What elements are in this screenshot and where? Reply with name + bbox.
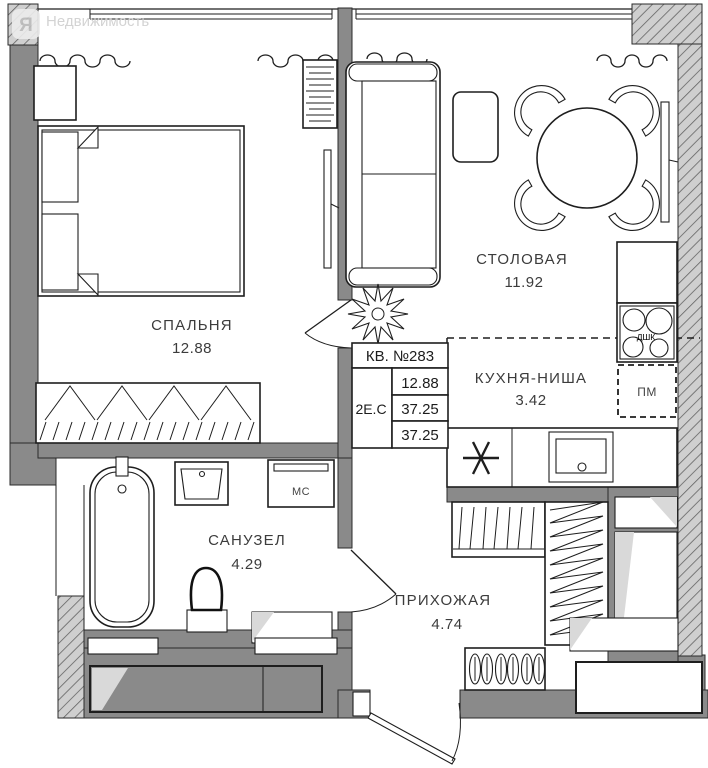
pier-bottom-left (57, 595, 85, 719)
area-living: 12.88 (401, 375, 439, 392)
burner (649, 338, 669, 358)
kitchen-sink (548, 431, 614, 483)
bedroom-area: 12.88 (172, 340, 212, 357)
hallway-closet-hangers (451, 501, 546, 558)
side-table (452, 91, 499, 163)
bedroom-shelf-unit (302, 59, 338, 129)
faucet (115, 456, 129, 477)
oven-label: ДШК (637, 332, 656, 342)
dining-tv (660, 101, 679, 223)
title-block: КВ. №283 2Е.С 12.88 37.25 37.25 (351, 342, 449, 449)
neighbor-furniture (87, 496, 703, 714)
room-kitchen: ДШК ПМ КУХНЯ-НИША 3.42 (446, 241, 700, 488)
exterior-walls (8, 8, 702, 20)
stove: ДШК (616, 302, 678, 363)
dishwasher: ПМ (617, 364, 677, 418)
dining-area: 11.92 (505, 274, 544, 291)
wall-bedroom-bathroom (37, 442, 353, 459)
burner (622, 308, 646, 332)
watermark: Я Недвижимость (12, 9, 149, 39)
neighbor-bed (89, 665, 323, 713)
drain (117, 484, 127, 494)
bathtub (89, 456, 155, 628)
burner (645, 307, 673, 335)
bedroom-tv (323, 149, 340, 269)
radiator-icon (596, 54, 668, 68)
room-dining: СТОЛОВАЯ 11.92 (345, 52, 679, 345)
bathroom-door (350, 549, 397, 613)
bedroom-door (304, 299, 352, 349)
dining-table-set (502, 73, 672, 243)
area-total-2: 37.25 (401, 427, 439, 444)
pier-top-right (631, 3, 703, 45)
kitchen-area: 3.42 (515, 392, 546, 409)
kitchen-counter (446, 427, 678, 488)
bathroom-sink (174, 461, 229, 506)
door-leaf (367, 712, 456, 765)
kitchen-cabinet (616, 241, 678, 304)
door-jamb (352, 691, 371, 717)
wall-bedroom-dining-lower (337, 347, 353, 459)
hob-symbol (463, 441, 499, 475)
washer-label: МС (292, 486, 310, 498)
neighbor-bed-bottom-right (569, 617, 703, 714)
watermark-logo: Я (19, 15, 33, 36)
plant-icon (347, 283, 409, 345)
blanket-fold (76, 125, 99, 149)
round-table (536, 107, 638, 209)
shoe-rack (464, 647, 546, 691)
dishwasher-label: ПМ (637, 385, 657, 399)
watermark-logo-box (12, 9, 40, 39)
double-bed (37, 125, 245, 297)
area-total-1: 37.25 (401, 401, 439, 418)
neighbor-area-bottom-left (83, 647, 353, 719)
radiator-icon (257, 54, 334, 68)
entrance-door (352, 690, 461, 765)
radiator-icon (39, 54, 131, 68)
bed-pillow (41, 131, 79, 203)
neighbor-cabinet (87, 637, 159, 655)
apartment-number: КВ. №283 (366, 348, 434, 365)
bedroom-label: СПАЛЬНЯ (151, 317, 233, 334)
burner (622, 336, 644, 358)
hallway-label: ПРИХОЖАЯ (395, 592, 492, 609)
hallway-area: 4.74 (431, 616, 462, 633)
bedroom-wardrobe (35, 382, 261, 444)
sofa (345, 61, 441, 288)
room-bedroom: СПАЛЬНЯ 12.88 (33, 54, 352, 444)
washing-machine: МС (267, 459, 335, 508)
room-bathroom: МС САНУЗЕЛ 4.29 (89, 456, 397, 644)
bedroom-window (89, 9, 333, 20)
dining-label: СТОЛОВАЯ (476, 251, 568, 268)
watermark-text: Недвижимость (46, 13, 149, 30)
neighbor-cabinet (254, 637, 338, 655)
kitchen-label: КУХНЯ-НИША (475, 370, 587, 387)
wall-kitchen-hallway (446, 486, 609, 503)
dining-window (355, 9, 632, 20)
plan-type: 2Е.С (355, 401, 386, 417)
blanket-fold (76, 273, 99, 297)
bathroom-label: САНУЗЕЛ (208, 532, 286, 549)
bathroom-area: 4.29 (231, 556, 262, 573)
neighbor-cabinet-right (614, 496, 678, 529)
door-swing-arc (451, 702, 461, 762)
bed-pillow (41, 213, 79, 291)
toilet (186, 566, 228, 633)
wall-right-hatched (677, 43, 703, 657)
wall-bathroom-right-upper (337, 457, 353, 549)
bedroom-cabinet (33, 65, 77, 121)
